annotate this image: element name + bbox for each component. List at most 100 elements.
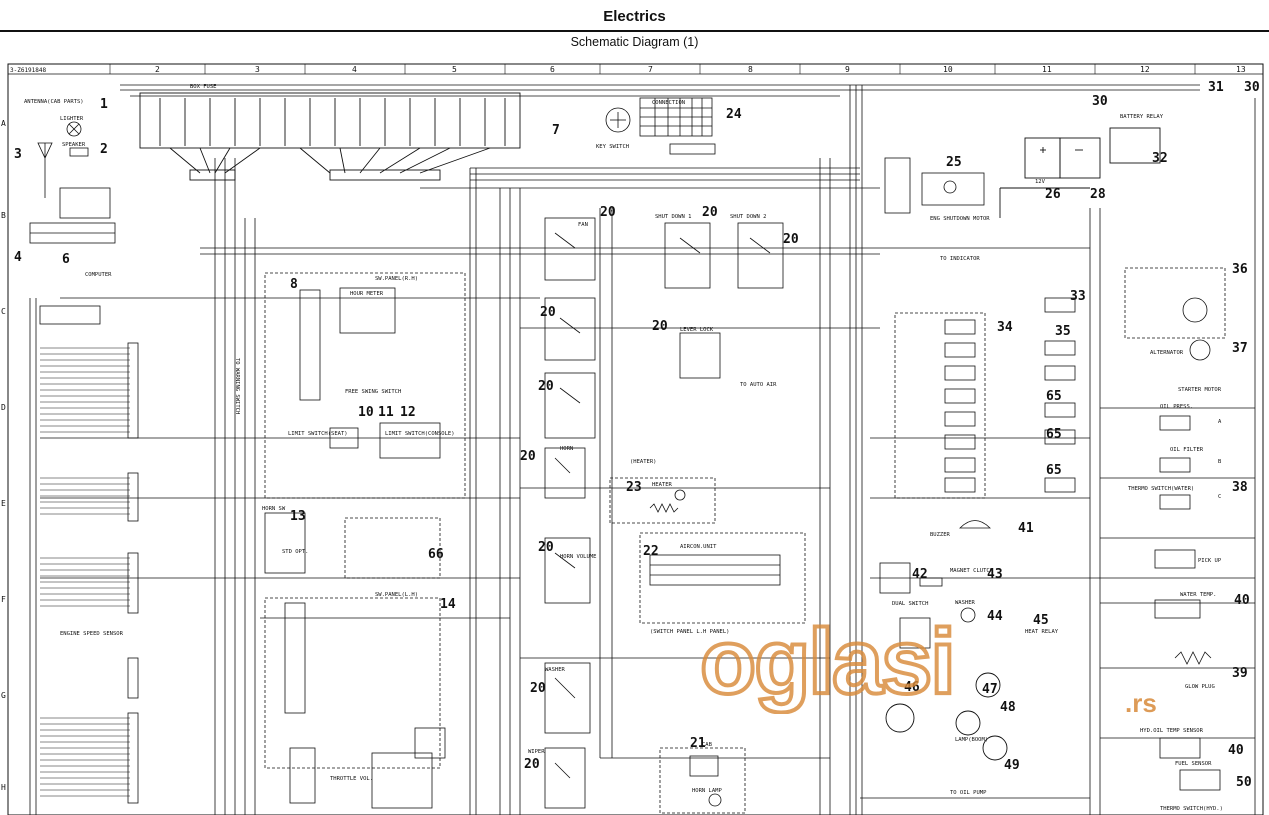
ref-number: 32 xyxy=(1152,151,1168,166)
ref-number: 49 xyxy=(1004,758,1020,773)
hyd-oil-temp-label: HYD.OIL TEMP SENSOR xyxy=(1140,728,1204,734)
ref-number: 11 xyxy=(378,405,394,420)
connector-blocks xyxy=(39,305,139,804)
sw-panel-lh-label: SW.PANEL(L.H) xyxy=(375,592,418,598)
ref-number: 39 xyxy=(1232,666,1248,681)
doc-ref: 3-Z6191848 xyxy=(10,67,47,74)
lever-lock-label: LEVER LOCK xyxy=(680,327,714,333)
ref-number: 20 xyxy=(530,681,546,696)
battery-voltage-label: 12V xyxy=(1035,179,1046,185)
col-label: 4 xyxy=(352,65,357,74)
eng-shutdown-label: ENG SHUTDOWN MOTOR xyxy=(930,216,990,222)
aircon-unit-label: AIRCON.UNIT xyxy=(680,544,717,550)
heater-label: HEATER xyxy=(652,482,673,488)
ref-number: 20 xyxy=(600,205,616,220)
fan-label: FAN xyxy=(578,222,588,228)
cab-label: CAB xyxy=(702,742,713,748)
ref-number: 36 xyxy=(1232,262,1248,277)
battery-relay-label: BATTERY RELAY xyxy=(1120,114,1164,120)
ref-number: 20 xyxy=(538,540,554,555)
horn-label: HORN xyxy=(560,446,573,452)
heat-relay-label: HEAT RELAY xyxy=(1025,629,1059,635)
row-label: E xyxy=(1,499,6,508)
box-fuse xyxy=(139,92,521,181)
pick-up-label: PICK UP xyxy=(1198,558,1222,564)
ref-number: 65 xyxy=(1046,389,1062,404)
ref-number: 28 xyxy=(1090,187,1106,202)
relay-boxes xyxy=(544,217,784,809)
ref-number: 20 xyxy=(538,379,554,394)
row-label: F xyxy=(1,595,6,604)
ref-number: 4 xyxy=(14,250,22,265)
ref-number: 66 xyxy=(428,547,444,562)
col-label: 10 xyxy=(943,65,953,74)
magnet-clutch-label: MAGNET CLUTCH xyxy=(950,568,993,574)
hour-meter-label: HOUR METER xyxy=(350,291,384,297)
ref-number: 65 xyxy=(1046,427,1062,442)
ref-number: 48 xyxy=(1000,700,1016,715)
ref-number: 20 xyxy=(540,305,556,320)
side-letter: B xyxy=(1218,459,1222,465)
aircon-unit xyxy=(639,532,806,624)
ref-number: 47 xyxy=(982,682,998,697)
watermark: oglasi xyxy=(698,609,958,715)
ref-number: 14 xyxy=(440,597,456,612)
ref-number: 20 xyxy=(702,205,718,220)
thermo-switch-water-label: THERMO SWITCH(WATER) xyxy=(1128,486,1194,492)
ref-number: 38 xyxy=(1232,480,1248,495)
horn-volume-label: HORN VOLUME xyxy=(560,554,596,560)
connection-label: CONNECTION xyxy=(652,100,685,106)
ref-number: 40 xyxy=(1228,743,1244,758)
key-switch-label: KEY SWITCH xyxy=(596,144,629,150)
ref-number: 1 xyxy=(100,97,108,112)
horn-sw-label: HORN SW xyxy=(262,506,286,512)
ref-number: 23 xyxy=(626,480,642,495)
ref-number: 42 xyxy=(912,567,928,582)
starter-motor-label: STARTER MOTOR xyxy=(1178,387,1222,393)
heater-cap-label: (HEATER) xyxy=(630,459,657,465)
title-divider xyxy=(0,30,1269,32)
ref-number: 45 xyxy=(1033,613,1049,628)
watermark-suffix: .rs xyxy=(1125,688,1157,718)
magnet-clutch xyxy=(879,562,976,649)
col-label: 13 xyxy=(1236,65,1246,74)
ref-number: 35 xyxy=(1055,324,1071,339)
ref-number: 37 xyxy=(1232,341,1248,356)
col-label: 8 xyxy=(748,65,753,74)
sw-panel-rh-label: SW.PANEL(R.H) xyxy=(375,276,418,282)
col-label: 3 xyxy=(255,65,260,74)
sensors xyxy=(1124,267,1226,791)
box-fuse-label: BOX FUSE xyxy=(190,84,217,90)
ref-number: 43 xyxy=(987,567,1003,582)
computer-harness xyxy=(40,347,130,797)
throttle-vol-label: THROTTLE VOL. xyxy=(330,776,373,782)
ref-number: 10 xyxy=(358,405,374,420)
page-header: Electrics Schematic Diagram (1) xyxy=(0,0,1269,60)
col-label: 12 xyxy=(1140,65,1150,74)
limit-switch-console-label: LIMIT SWITCH(CONSOLE) xyxy=(385,431,455,437)
ref-number: 24 xyxy=(726,107,742,122)
ref-number: 20 xyxy=(652,319,668,334)
col-label: 11 xyxy=(1042,65,1052,74)
lighter-label: LIGHTER xyxy=(60,116,84,122)
switch-panel-label: (SWITCH PANEL L.H PANEL) xyxy=(650,629,729,635)
row-label: H xyxy=(1,783,6,792)
eng-shutdown-motor xyxy=(884,157,985,214)
to-indicator-label: TO INDICATOR xyxy=(940,256,980,262)
wiper-unit xyxy=(659,747,746,814)
drawing-frame xyxy=(7,63,1264,815)
page-title: Electrics xyxy=(603,8,666,25)
ref-number: 6 xyxy=(62,252,70,267)
ref-number: 20 xyxy=(520,449,536,464)
ref-number: 12 xyxy=(400,405,416,420)
to-oil-pump-label: TO OIL PUMP xyxy=(950,790,987,796)
row-label: C xyxy=(1,307,6,316)
fuel-sensor-label: FUEL SENSOR xyxy=(1175,761,1212,767)
engine-speed-label: ENGINE SPEED SENSOR xyxy=(60,631,124,637)
relay-stack xyxy=(894,297,1076,499)
wiper-label: WIPER xyxy=(528,749,545,755)
lamp-boom-label: LAMP(BOOM) xyxy=(955,737,988,743)
row-label: B xyxy=(1,211,6,220)
ref-number: 7 xyxy=(552,123,560,138)
col-label: 2 xyxy=(155,65,160,74)
